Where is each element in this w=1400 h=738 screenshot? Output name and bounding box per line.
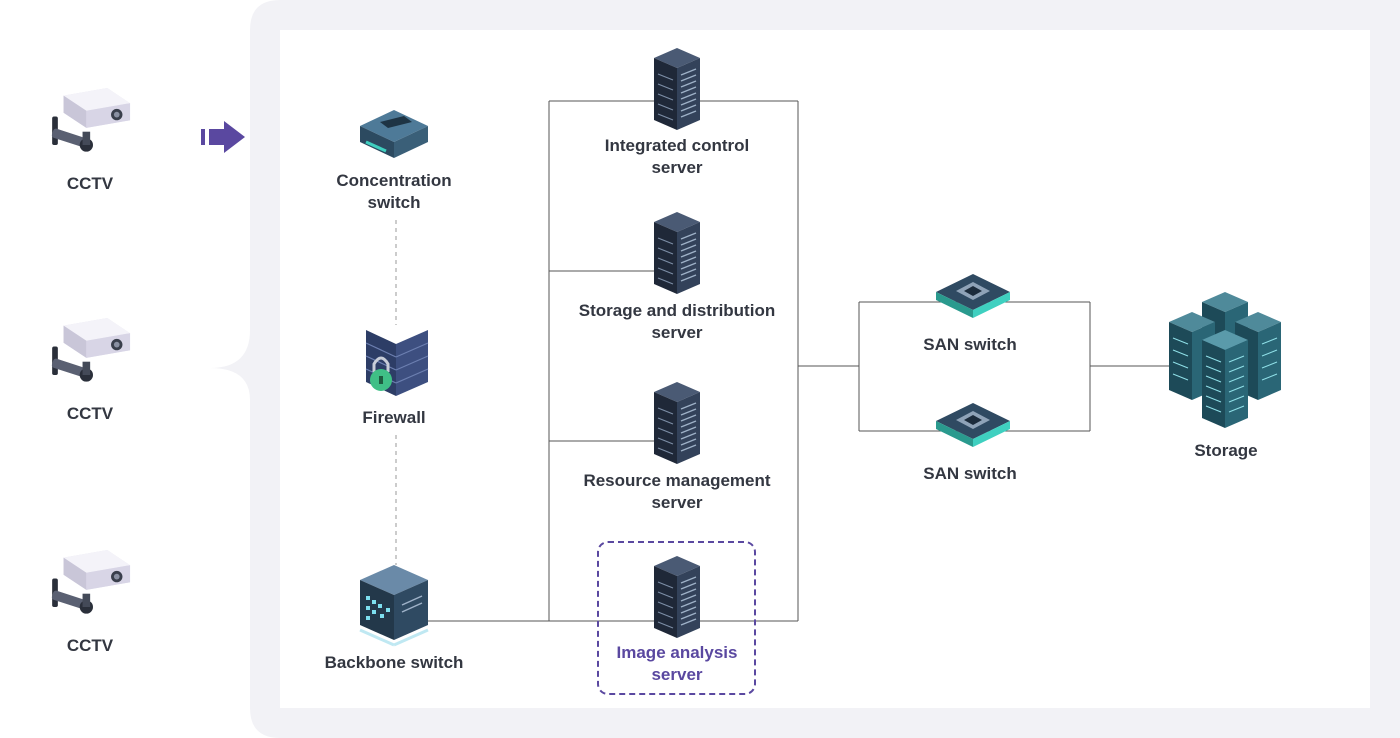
cctv-camera-icon [51, 318, 131, 382]
firewall-icon [365, 330, 429, 396]
backbone-switch-label: Backbone switch [324, 653, 464, 672]
storage-cluster-icon [1169, 292, 1281, 428]
server-rack-icon [654, 382, 700, 464]
server-rack-icon [654, 48, 700, 130]
server-rack-icon [654, 212, 700, 294]
concentration-switch-icon [360, 110, 428, 158]
server-rack-icon [654, 556, 700, 638]
concentration-switch-label: Concentration switch [336, 171, 452, 212]
san-switch-icon [936, 274, 1010, 318]
san-switch-icon [936, 403, 1010, 447]
san-switch-label: SAN switch [923, 464, 1017, 483]
san-switch-label: SAN switch [923, 335, 1017, 354]
integrated-control-server-label: Integrated control server [604, 136, 750, 177]
cctv-label: CCTV [66, 636, 114, 655]
storage-label: Storage [1194, 441, 1258, 460]
cctv-label: CCTV [66, 404, 114, 423]
cctv-camera-icon [51, 88, 131, 152]
resource-management-server-label: Resource management server [583, 471, 771, 512]
image-analysis-server-label: Image analysis server [616, 643, 738, 684]
backbone-switch-icon [359, 565, 429, 647]
flow-arrow-icon [201, 121, 245, 153]
storage-distribution-server-label: Storage and distribution server [578, 301, 776, 342]
cctv-label: CCTV [66, 174, 114, 193]
cctv-camera-icon [51, 550, 131, 614]
firewall-label: Firewall [362, 408, 426, 427]
